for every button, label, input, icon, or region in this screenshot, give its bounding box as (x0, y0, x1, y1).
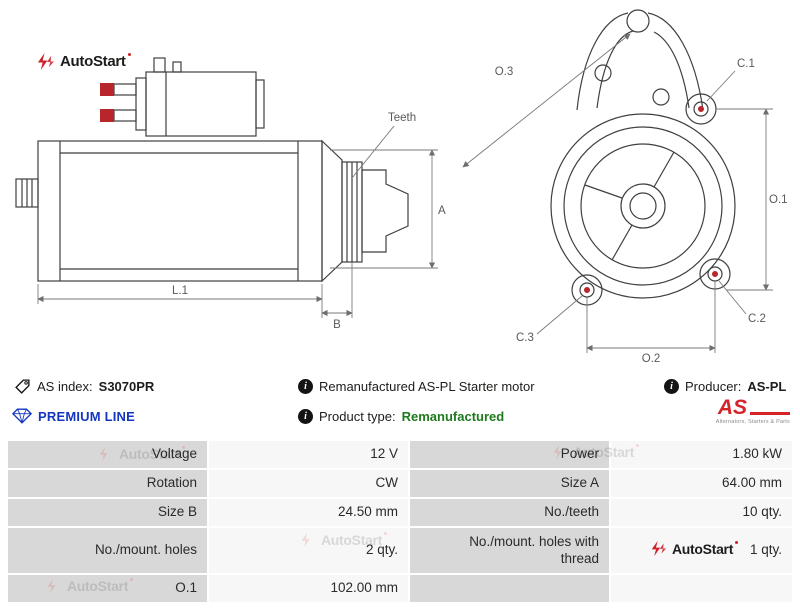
dim-label-o1: O.1 (769, 194, 788, 206)
producer: i Producer: AS-PL (664, 377, 786, 395)
table-row: Rotation CW Size A 64.00 mm (8, 470, 792, 497)
aspl-logo: AS Alternators, Starters & Parts (715, 396, 790, 425)
hole-mark-c1 (698, 106, 704, 112)
hole-mark-c3 (584, 287, 590, 293)
aspl-logo-stripe (750, 411, 790, 415)
premium-line-label: PREMIUM LINE (38, 408, 136, 424)
starter-front-view: O.3 C.1 O.1 C.2 C.3 O.2 (462, 9, 788, 365)
spec-value: 2 qty. (209, 528, 408, 573)
description-text: Remanufactured AS-PL Starter motor (319, 378, 535, 394)
technical-drawing: Teeth A L.1 B (15, 9, 788, 365)
starter-side-view: Teeth A L.1 B (15, 57, 446, 331)
product-description: i Remanufactured AS-PL Starter motor (298, 377, 535, 395)
dim-label-b: B (333, 319, 341, 331)
diamond-icon (12, 408, 32, 424)
autostart-logo: AutoStart (36, 52, 131, 71)
spec-label: O.1 (8, 575, 207, 602)
table-row: O.1 102.00 mm (8, 575, 792, 602)
hole-mark-c2 (712, 271, 718, 277)
table-row: No./mount. holes 2 qty. No./mount. holes… (8, 528, 792, 573)
autostart-logo-footer: AutoStart (650, 540, 739, 557)
dim-label-c1: C.1 (737, 58, 755, 70)
premium-line: PREMIUM LINE (12, 407, 135, 425)
spec-label: Size B (8, 499, 207, 526)
spec-value: 1 qty. (611, 528, 792, 573)
autostart-icon (651, 540, 667, 557)
dim-label-c3: C.3 (516, 332, 534, 344)
producer-label: Producer: (685, 378, 742, 394)
autostart-icon (37, 52, 55, 71)
dim-label-teeth: Teeth (388, 112, 416, 124)
autostart-wordmark: AutoStart (60, 53, 131, 70)
product-type: i Product type: Remanufactured (298, 407, 504, 425)
dim-label-l1: L.1 (172, 285, 188, 297)
spec-label: No./mount. holes with thread (410, 528, 609, 573)
tag-icon (15, 378, 30, 394)
spec-label: Power (410, 441, 609, 468)
spec-value: 12 V (209, 441, 408, 468)
spec-value: 24.50 mm (209, 499, 408, 526)
spec-label: Rotation (8, 470, 207, 497)
specs-table: Voltage 12 V Power 1.80 kW Rotation CW S… (8, 441, 792, 604)
product-type-label: Product type: (319, 408, 396, 424)
info-icon: i (298, 378, 313, 394)
spec-value: 1.80 kW (611, 441, 792, 468)
dim-label-o3: O.3 (495, 66, 514, 78)
spec-label: Voltage (8, 441, 207, 468)
spec-label: No./teeth (410, 499, 609, 526)
dim-label-a: A (438, 205, 446, 217)
product-type-value: Remanufactured (401, 408, 505, 424)
as-index: AS index: S3070PR (14, 377, 154, 395)
info-icon: i (664, 378, 679, 394)
dim-label-o2: O.2 (642, 353, 661, 365)
spec-value (611, 575, 792, 602)
as-index-value: S3070PR (98, 378, 155, 394)
table-row: Voltage 12 V Power 1.80 kW (8, 441, 792, 468)
aspl-wordmark: AS (717, 396, 747, 419)
spec-value: 10 qty. (611, 499, 792, 526)
aspl-tagline: Alternators, Starters & Parts (715, 418, 790, 425)
spec-label: Size A (410, 470, 609, 497)
spec-value: 64.00 mm (611, 470, 792, 497)
as-index-label: AS index: (37, 378, 93, 394)
spec-value: 102.00 mm (209, 575, 408, 602)
spec-value: CW (209, 470, 408, 497)
terminal-mark (100, 83, 114, 96)
terminal-mark (100, 109, 114, 122)
dim-label-c2: C.2 (748, 313, 766, 325)
info-icon: i (298, 408, 313, 424)
autostart-wordmark: AutoStart (672, 540, 739, 557)
producer-value: AS-PL (747, 378, 787, 394)
spec-label: No./mount. holes (8, 528, 207, 573)
spec-label (410, 575, 609, 602)
table-row: Size B 24.50 mm No./teeth 10 qty. (8, 499, 792, 526)
